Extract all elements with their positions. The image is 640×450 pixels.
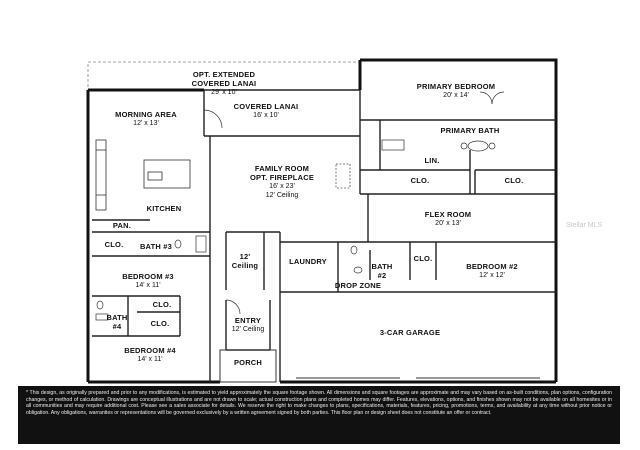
label-hall-ceiling: 12' Ceiling [231, 252, 259, 270]
label-primary-bedroom: PRIMARY BEDROOM 20' x 14' [416, 82, 496, 99]
bath-fixtures [95, 139, 496, 321]
label-opt-lanai: OPT. EXTENDED COVERED LANAI 29' x 10' [191, 70, 257, 96]
label-morning-area: MORNING AREA 12' x 13' [115, 110, 177, 127]
disclaimer-text: * This design, as originally prepared an… [18, 386, 620, 444]
watermark: Stellar MLS [566, 222, 603, 229]
label-laundry: LAUNDRY [289, 257, 327, 266]
label-primary-bath: PRIMARY BATH [440, 126, 500, 135]
label-drop-zone: DROP ZONE [334, 281, 382, 290]
label-clo-bath3: CLO. [104, 240, 124, 249]
label-bedroom4: BEDROOM #4 14' x 11' [124, 346, 176, 363]
label-bath2: BATH #2 [371, 262, 393, 280]
porch-outline [219, 349, 277, 383]
label-bedroom3: BEDROOM #3 14' x 11' [122, 272, 174, 289]
kitchen-fixtures [95, 139, 191, 211]
label-clo-primary-left: CLO. [410, 176, 430, 185]
exterior-walls [86, 58, 558, 384]
fireplace [335, 163, 351, 189]
label-pan: PAN. [112, 221, 132, 230]
label-covered-lanai: COVERED LANAI 16' x 10' [233, 102, 299, 119]
door-swings [203, 91, 505, 315]
label-clo-bed2: CLO. [413, 254, 433, 263]
label-porch: PORCH [233, 358, 263, 367]
label-lin: LIN. [424, 156, 440, 165]
label-bath3: BATH #3 [139, 242, 173, 251]
label-kitchen: KITCHEN [146, 204, 182, 213]
label-flex-room: FLEX ROOM 20' x 13' [424, 210, 472, 227]
label-clo-primary-right: CLO. [504, 176, 524, 185]
label-clo-bed3: CLO. [152, 300, 172, 309]
label-entry: ENTRY 12' Ceiling [231, 316, 265, 333]
label-bedroom2: BEDROOM #2 12' x 12' [466, 262, 518, 279]
label-bath4: BATH #4 [106, 313, 128, 331]
label-family-room: FAMILY ROOM OPT. FIREPLACE 16' x 23' 12'… [249, 164, 315, 199]
label-clo-bed4: CLO. [150, 319, 170, 328]
label-garage: 3-CAR GARAGE [379, 328, 441, 337]
